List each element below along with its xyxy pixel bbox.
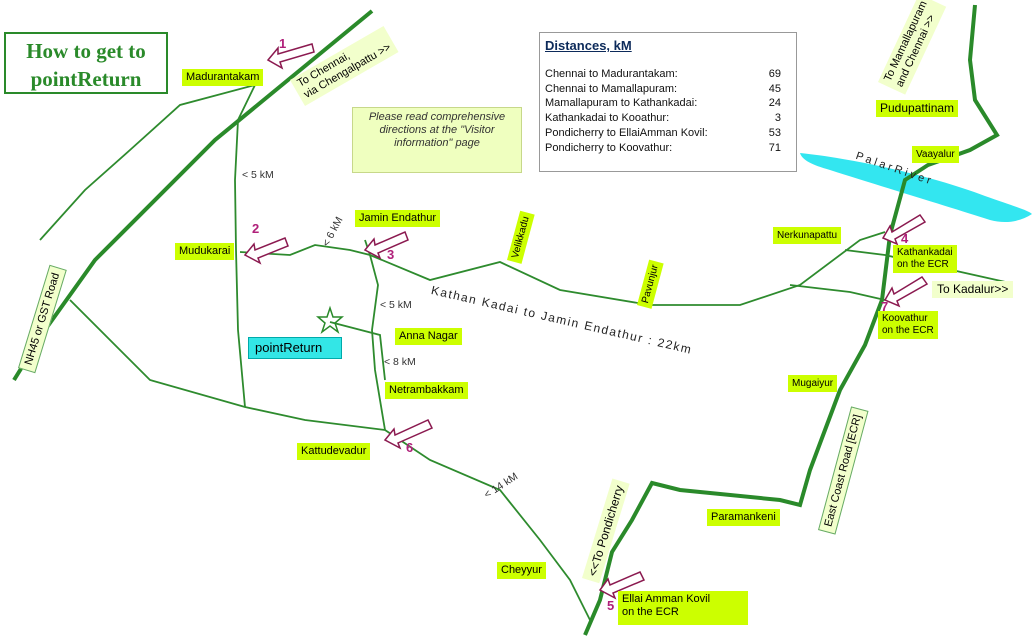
place-cheyyur: Cheyyur [497,562,546,579]
place-ellai-line2: on the ECR [622,606,679,618]
visitor-info-note: Please read comprehensive directions at … [352,107,522,173]
distance-km: 69 [768,68,781,80]
place-kattudevadur: Kattudevadur [297,443,371,460]
marker-7: 7 [881,299,889,314]
distance-km: 24 [768,97,781,109]
arrow-icon [598,571,646,600]
road-madurantakam-south [234,84,256,408]
road-anna-nagar [329,321,386,381]
arrow-icon [883,275,929,308]
distance-row: Pondicherry to EllaiAmman Kovil: 53 [545,127,781,141]
marker-6: 6 [406,440,414,455]
distance-route: Mamallapuram to Kathankadai: [545,97,698,109]
place-koovathur-line2: on the ECR [882,325,934,336]
distance-route: Pondicherry to EllaiAmman Kovil: [545,127,708,139]
marker-5: 5 [607,598,615,613]
marker-1: 1 [279,36,287,51]
road-koovathur-link [789,284,886,301]
distances-table: Distances, kM Chennai to Madurantakam: 6… [539,32,797,172]
place-nerkunapattu: Nerkunapattu [773,227,842,244]
distance-row: Kathankadai to Kooathur: 3 [545,112,781,126]
distances-heading: Distances, kM [545,38,632,53]
sign-to-kadalur: To Kadalur>> [932,281,1014,298]
place-mugaiyur: Mugaiyur [788,375,838,392]
distance-km: 3 [774,112,781,124]
road-nerkunapattu-link [844,249,1011,284]
map-title-line1: How to get to [26,39,146,63]
road-distance-label: < 5 kM [380,299,412,311]
distance-route: Pondicherry to Koovathur: [545,142,673,154]
distance-route: Chennai to Mamallapuram: [545,83,678,95]
place-kathankadai-line2: on the ECR [897,259,949,270]
place-vaayalur: Vaayalur [912,146,959,163]
distance-row: Mamallapuram to Kathankadai: 24 [545,97,781,111]
place-pudupattinam: Pudupattinam [876,100,959,117]
place-kathankadai-line1: Kathankadai [897,247,953,258]
place-mudukarai: Mudukarai [175,243,235,260]
map-title-line2: pointReturn [30,67,142,91]
place-koovathur-line1: Koovathur [882,313,928,324]
ecr-highway [583,4,1000,636]
place-netrambakkam: Netrambakkam [385,382,468,399]
star-icon [315,305,345,335]
place-anna-nagar: Anna Nagar [395,328,462,345]
map-title: How to get to pointReturn [4,32,168,94]
distance-row: Chennai to Mamallapuram: 45 [545,83,781,97]
road-nh-kattudevadur [69,299,591,621]
distance-km: 45 [768,83,781,95]
arrow-icon [363,230,409,260]
marker-4: 4 [901,231,909,246]
place-ellai-line1: Ellai Amman Kovil [622,593,711,605]
place-koovathur: Koovathur on the ECR [878,311,938,339]
road-distance-label: < 5 kM [242,169,274,181]
road-distance-label: < 8 kM [384,356,416,368]
point-return-label: pointReturn [248,337,342,359]
place-kathankadai: Kathankadai on the ECR [893,245,957,273]
road-jamin-kathan [239,231,886,306]
place-ellai-amman-kovil: Ellai Amman Kovil on the ECR [618,591,748,625]
distance-row: Chennai to Madurantakam: 69 [545,68,781,82]
arrow-icon [243,237,289,265]
place-madurantakam: Madurantakam [182,69,264,86]
road-madurantakam-west [39,84,256,241]
distance-route: Kathankadai to Kooathur: [545,112,670,124]
place-paramankeni: Paramankeni [707,509,780,526]
marker-3: 3 [387,247,395,262]
distance-route: Chennai to Madurantakam: [545,68,678,80]
arrow-icon [383,419,434,450]
distance-km: 53 [768,127,781,139]
marker-2: 2 [252,221,260,236]
palar-river [800,153,1032,222]
distance-row: Pondicherry to Koovathur: 71 [545,142,781,156]
road-jamin-kattudevadur [369,254,386,431]
distance-km: 71 [768,142,781,154]
arrow-group [243,43,929,600]
arrow-icon [881,213,927,246]
arrow-icon [266,43,315,70]
place-jamin-endathur: Jamin Endathur [355,210,441,227]
